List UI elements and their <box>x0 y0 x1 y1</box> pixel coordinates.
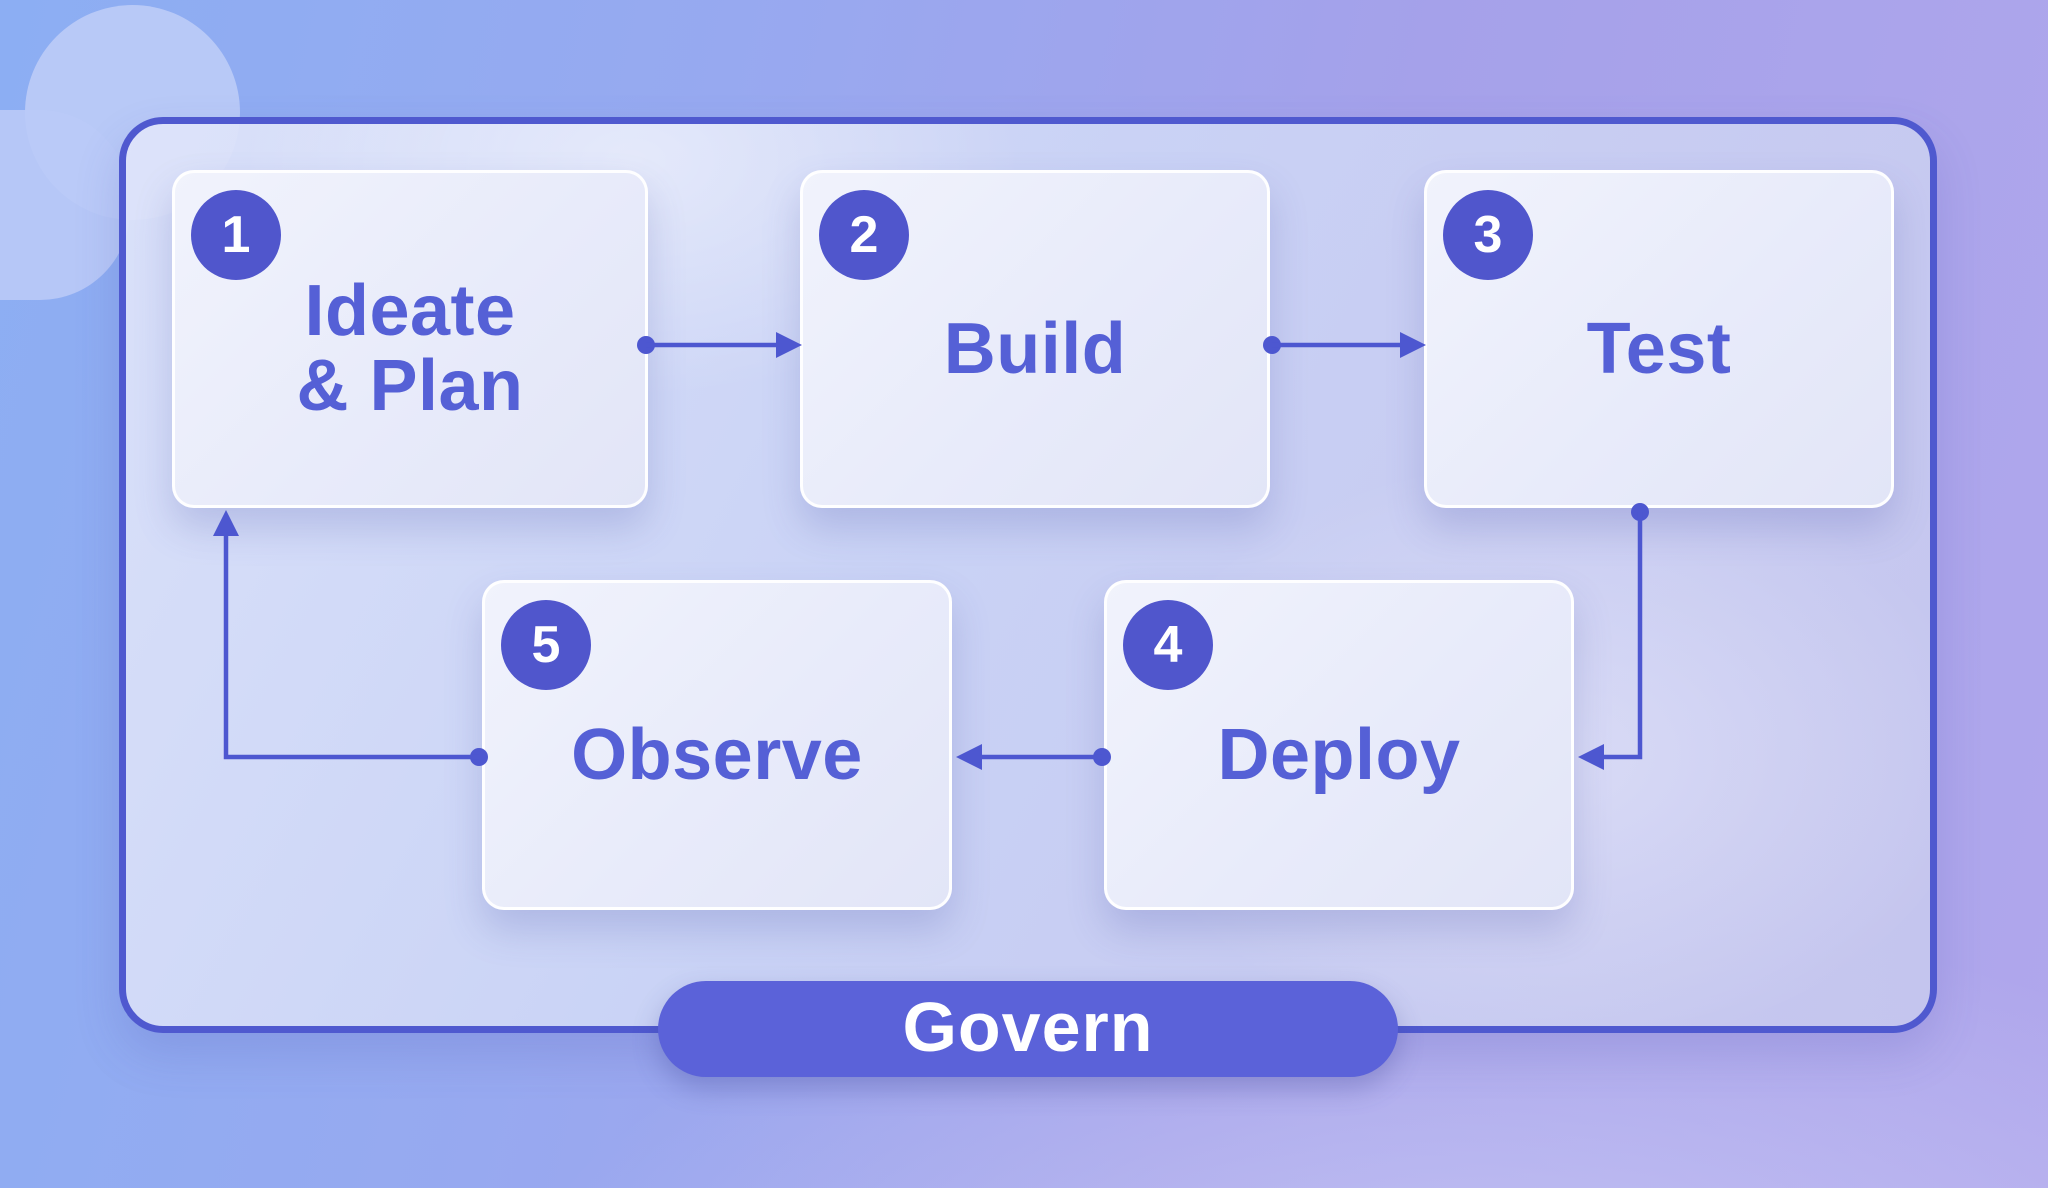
step-badge-3: 3 <box>1443 190 1533 280</box>
step-node-observe: 5 Observe <box>482 580 952 910</box>
cloud-puff <box>0 110 130 300</box>
step-node-ideate-plan: 1 Ideate & Plan <box>172 170 648 508</box>
step-badge-2: 2 <box>819 190 909 280</box>
govern-label: Govern <box>902 988 1154 1066</box>
step-label-build: Build <box>943 308 1127 389</box>
step-badge-5: 5 <box>501 600 591 690</box>
step-label-deploy: Deploy <box>1217 714 1461 795</box>
step-label-ideate-plan: Ideate & Plan <box>296 271 524 426</box>
step-node-test: 3 Test <box>1424 170 1894 508</box>
step-badge-1: 1 <box>191 190 281 280</box>
step-label-test: Test <box>1586 308 1732 389</box>
step-badge-4: 4 <box>1123 600 1213 690</box>
step-label-observe: Observe <box>571 714 863 795</box>
cloud-decoration <box>0 0 350 300</box>
govern-banner: Govern <box>658 981 1398 1077</box>
step-node-deploy: 4 Deploy <box>1104 580 1574 910</box>
step-node-build: 2 Build <box>800 170 1270 508</box>
